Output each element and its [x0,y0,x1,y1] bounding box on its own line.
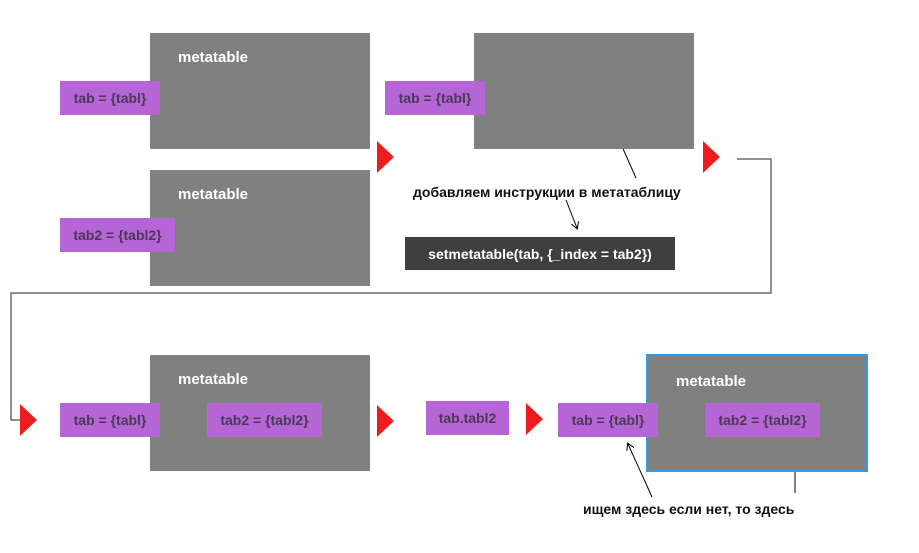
chip-tab2-bottom-left: tab2 = {tabl2} [207,403,322,437]
flow-arrow-1 [377,141,394,173]
flow-arrow-2 [703,141,720,173]
caption-search: ищем здесь если нет, то здесь [583,501,795,517]
box-title: metatable [676,373,747,390]
flow-arrow-4 [377,405,394,437]
merged-box-top [474,33,694,149]
chip-tab2-bottom-right: tab2 = {tabl2} [705,403,820,437]
metatable-box-top-1: metatable [150,33,370,149]
flow-arrow-5 [526,403,543,435]
flow-arrow-3 [20,404,37,436]
code-setmetatable: setmetatable(tab, {_index = tab2}) [405,237,675,270]
box-title: metatable [178,186,249,203]
wrap-connector [10,158,772,421]
metatable-box-top-2: metatable [150,170,370,286]
chip-tab2: tab2 = {tabl2} [60,218,175,252]
chip-tab-top-middle: tab = {tabl} [385,81,485,115]
caption-pointer-down [565,199,577,228]
search-pointer-left [628,444,653,498]
box-title: metatable [178,49,249,66]
chip-access: tab.tabl2 [426,401,509,435]
caption-add-instructions: добавляем инструкции в метатаблицу [413,184,681,200]
box-title: metatable [178,371,249,388]
chip-tab-bottom-left: tab = {tabl} [60,403,160,437]
chip-tab: tab = {tabl} [60,81,160,115]
chip-tab-bottom-right: tab = {tabl} [558,403,658,437]
